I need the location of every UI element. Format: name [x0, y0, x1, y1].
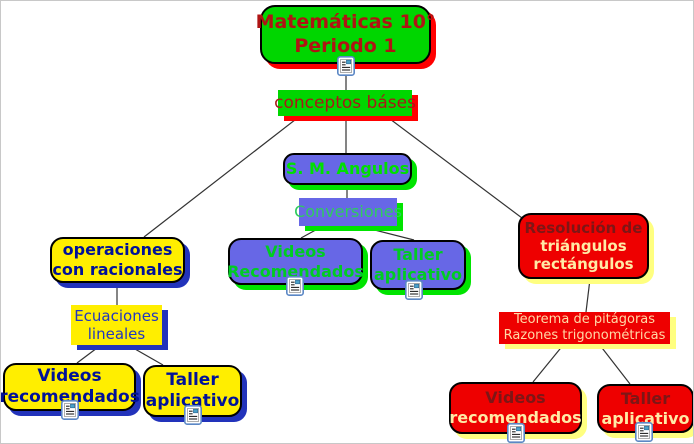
node-text-line: recomendados: [0, 387, 140, 407]
link-label-ecuaciones-lineales[interactable]: Ecuaciones lineales: [71, 305, 162, 345]
link-label-conversiones[interactable]: Conversiones: [294, 198, 402, 226]
node-text-line: Taller: [620, 388, 671, 408]
node-taller-aplicativo-right[interactable]: Taller aplicativo: [597, 384, 693, 433]
node-text-line: recomendados: [449, 408, 582, 427]
edge-teorema-taller_br: [598, 343, 631, 385]
node-text-line: aplicativo: [601, 408, 690, 428]
link-label-text: Teorema de pitágoras: [513, 312, 656, 328]
node-text-line: Recomendados: [227, 261, 364, 281]
edge-ecuaciones-videos_bl: [76, 344, 102, 364]
link-label-text: Razones trigonométricas: [503, 328, 666, 343]
node-sm-angulos[interactable]: S. M. Angulos: [283, 153, 412, 185]
link-label-text: Conversiones: [294, 202, 402, 222]
node-videos-recomendados-right[interactable]: Videos recomendados: [449, 382, 582, 434]
node-text-line: Matemáticas 10°: [255, 11, 436, 34]
edge-conversiones-videos_mid: [300, 225, 324, 239]
edge-conceptos-operaciones: [143, 115, 301, 238]
node-text-line: S. M. Angulos: [285, 159, 410, 179]
node-matematicas-10-periodo-1[interactable]: Matemáticas 10° Periodo 1: [256, 5, 435, 64]
node-text-line: Videos: [37, 366, 102, 387]
node-text-line: Videos: [485, 388, 546, 408]
resource-link-icon[interactable]: [405, 280, 423, 300]
resource-link-icon[interactable]: [635, 422, 653, 442]
link-label-text: Ecuaciones: [74, 306, 159, 325]
node-text-line: Taller: [393, 245, 443, 265]
node-text-line: Videos: [265, 241, 326, 261]
link-label-text: lineales: [87, 325, 146, 343]
node-resolucion-triangulos-rectangulos[interactable]: Resolución de triángulos rectángulos: [518, 213, 649, 279]
node-text-line: rectángulos: [533, 255, 634, 274]
resource-link-icon[interactable]: [61, 400, 79, 420]
link-label-conceptos-bases[interactable]: conceptos báses: [274, 90, 416, 116]
resource-link-icon[interactable]: [337, 56, 355, 76]
node-text-line: triángulos: [540, 236, 627, 255]
resource-link-icon[interactable]: [507, 423, 525, 443]
node-operaciones-con-racionales[interactable]: operaciones con racionales: [50, 237, 185, 283]
node-text-line: operaciones: [62, 240, 173, 260]
node-text-line: Periodo 1: [294, 34, 397, 57]
node-text-line: con racionales: [52, 260, 183, 279]
edge-ecuaciones-taller_bl: [127, 344, 164, 366]
resource-link-icon[interactable]: [184, 405, 202, 425]
edge-resolucion-teorema: [585, 278, 591, 313]
edge-teorema-videos_br: [532, 343, 565, 383]
link-label-text: conceptos báses: [274, 92, 416, 113]
node-text-line: Resolución de: [524, 218, 643, 237]
resource-link-icon[interactable]: [286, 276, 304, 296]
node-text-line: aplicativo: [145, 391, 240, 411]
link-label-teorema-pitagoras-razones[interactable]: Teorema de pitágoras Razones trigonométr…: [499, 312, 670, 344]
node-text-line: Taller: [166, 370, 219, 391]
node-text-line: aplicativo: [373, 265, 463, 284]
edge-conversiones-taller_mid: [358, 225, 415, 241]
